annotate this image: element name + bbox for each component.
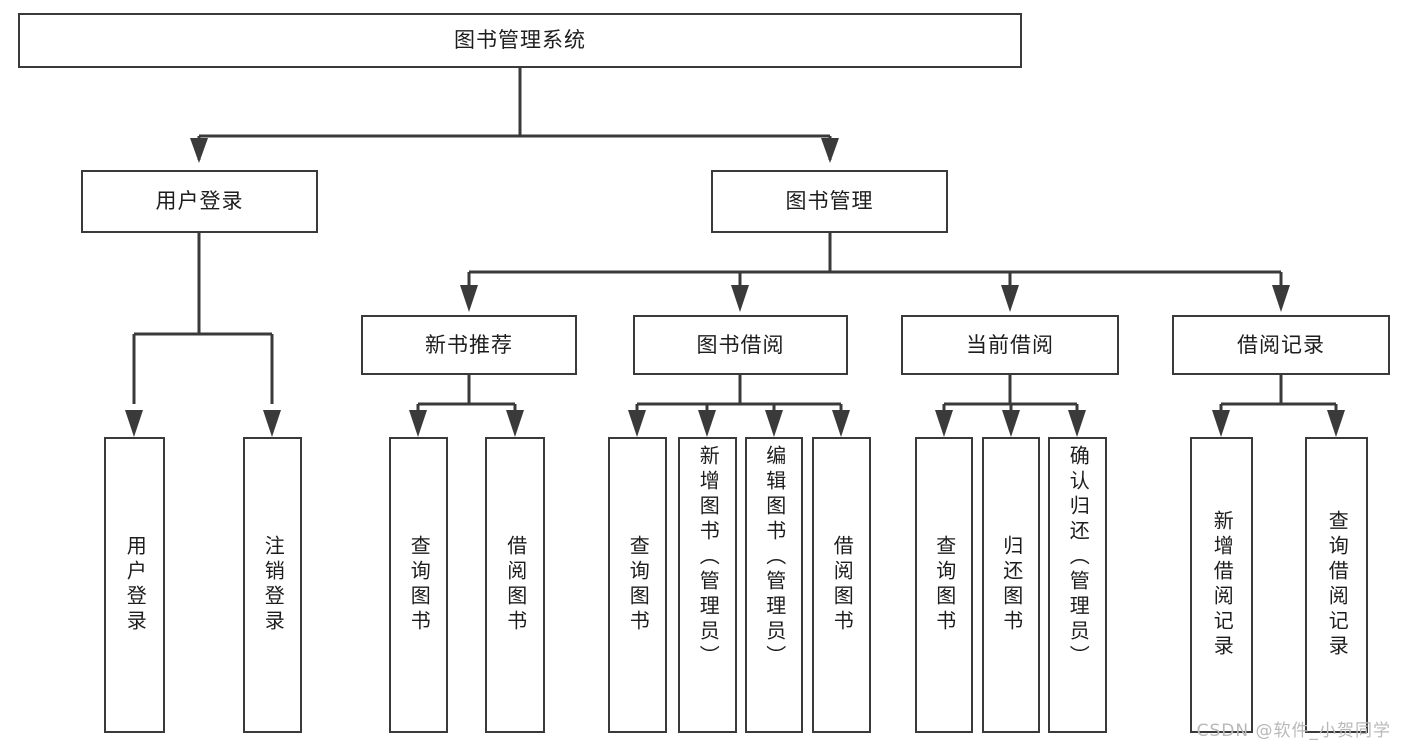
node-book-management[interactable]: 图书管理 [711,170,948,233]
node-book-borrow-label: 图书借阅 [696,332,785,357]
node-user-login[interactable]: 用户登录 [81,170,318,233]
node-leaf-borrow-book-label: 借阅图书 [830,535,855,635]
node-leaf-user-login[interactable]: 用户登录 [104,437,165,733]
node-leaf-borrow-book-recommend-label: 借阅图书 [503,535,528,635]
node-leaf-confirm-return-admin-label: 确认归还（管理员） [1066,445,1091,670]
node-leaf-query-borrow-record[interactable]: 查询借阅记录 [1305,437,1368,733]
node-new-book-recommend[interactable]: 新书推荐 [361,315,577,375]
node-root-label: 图书管理系统 [454,28,586,53]
node-borrow-records[interactable]: 借阅记录 [1172,315,1390,375]
node-leaf-query-book-recommend-label: 查询图书 [407,535,432,635]
node-leaf-query-book-borrow-label: 查询图书 [626,535,651,635]
node-leaf-logout-label: 注销登录 [261,535,286,635]
node-leaf-query-book-borrow[interactable]: 查询图书 [608,437,667,733]
node-leaf-user-login-label: 用户登录 [123,535,148,635]
node-leaf-query-book-current[interactable]: 查询图书 [915,437,973,733]
node-leaf-query-book-current-label: 查询图书 [932,535,957,635]
node-leaf-query-book-recommend[interactable]: 查询图书 [389,437,448,733]
node-leaf-add-book-admin[interactable]: 新增图书（管理员） [678,437,737,733]
node-current-borrow[interactable]: 当前借阅 [901,315,1119,375]
node-leaf-return-book[interactable]: 归还图书 [982,437,1040,733]
node-leaf-logout[interactable]: 注销登录 [243,437,302,733]
node-leaf-borrow-book[interactable]: 借阅图书 [812,437,871,733]
node-current-borrow-label: 当前借阅 [966,332,1054,357]
node-borrow-records-label: 借阅记录 [1237,332,1325,357]
node-leaf-query-borrow-record-label: 查询借阅记录 [1325,510,1350,660]
node-root[interactable]: 图书管理系统 [18,13,1022,68]
node-leaf-confirm-return-admin[interactable]: 确认归还（管理员） [1048,437,1107,733]
node-user-login-label: 用户登录 [155,189,244,214]
node-leaf-add-borrow-record[interactable]: 新增借阅记录 [1190,437,1253,733]
node-leaf-add-borrow-record-label: 新增借阅记录 [1210,510,1235,660]
node-book-management-label: 图书管理 [785,189,874,214]
node-leaf-edit-book-admin[interactable]: 编辑图书（管理员） [745,437,803,733]
node-leaf-return-book-label: 归还图书 [999,535,1024,635]
node-leaf-add-book-admin-label: 新增图书（管理员） [696,445,721,670]
node-leaf-borrow-book-recommend[interactable]: 借阅图书 [485,437,545,733]
node-new-book-recommend-label: 新书推荐 [425,332,513,357]
node-book-borrow[interactable]: 图书借阅 [633,315,848,375]
node-leaf-edit-book-admin-label: 编辑图书（管理员） [762,445,787,670]
